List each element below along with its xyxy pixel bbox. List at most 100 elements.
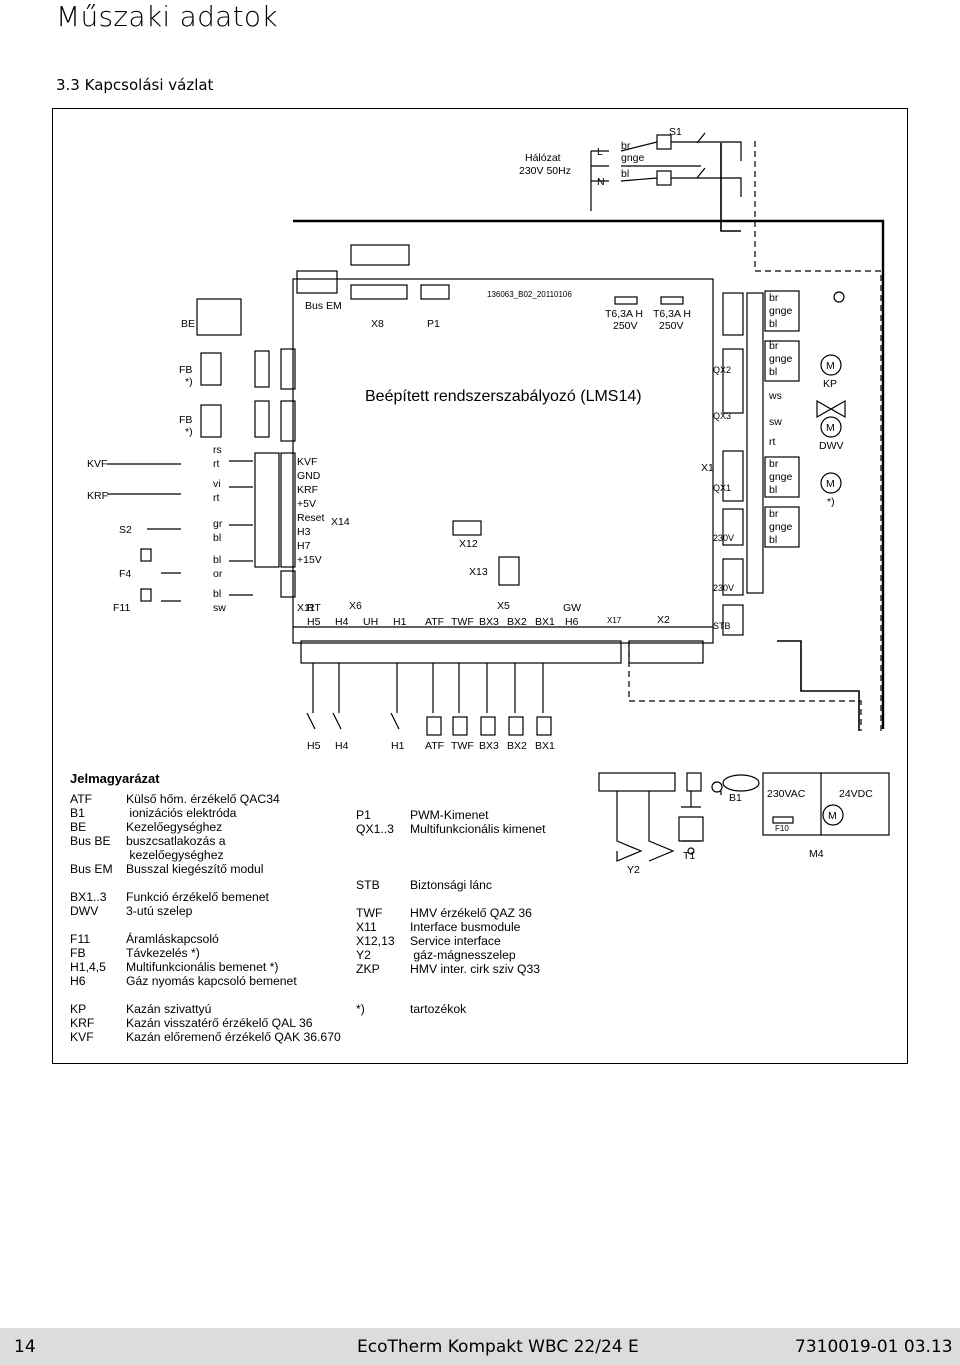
- wire-bl-r3: bl: [769, 484, 777, 496]
- footer-doc-number: 7310019-01 03.13: [795, 1337, 953, 1357]
- mains-l: L: [597, 146, 603, 158]
- motor-opt-m: M: [826, 478, 835, 490]
- legend-term: DWV: [70, 904, 99, 918]
- pin-15v: +15V: [297, 554, 322, 566]
- pin-h3: H3: [297, 526, 311, 538]
- label-230v-1: 230V: [713, 533, 734, 543]
- legend-term: Y2: [356, 948, 371, 962]
- label-f11: F11: [113, 602, 130, 614]
- legend-description: PWM-Kimenet: [410, 808, 489, 822]
- wire-rt-r: rt: [769, 436, 775, 448]
- wire-sw-r: sw: [769, 416, 782, 428]
- legend-term: F11: [70, 932, 91, 946]
- label-x1: X1: [701, 462, 714, 474]
- label-rt: RT: [307, 602, 321, 614]
- pin-uh: UH: [363, 616, 378, 628]
- legend-description: Multifunkcionális kimenet: [410, 822, 546, 836]
- legend-term: KP: [70, 1002, 87, 1016]
- footer-bar: 14 EcoTherm Kompakt WBC 22/24 E 7310019-…: [0, 1328, 960, 1365]
- legend-description: Interface busmodule: [410, 920, 521, 934]
- label-f4: F4: [119, 568, 131, 580]
- legend-heading: Jelmagyarázat: [70, 771, 160, 786]
- motor-kp-m: M: [826, 360, 835, 372]
- footer-product: EcoTherm Kompakt WBC 22/24 E: [357, 1337, 639, 1357]
- pin-h1: H1: [393, 616, 407, 628]
- label-230vac: 230VAC: [767, 788, 806, 800]
- label-b1: B1: [729, 792, 742, 804]
- legend-term: FB: [70, 946, 86, 960]
- wire-gnge-r4: gnge: [769, 521, 793, 533]
- wire-gnge-r1: gnge: [769, 305, 793, 317]
- legend-term: *): [356, 1002, 365, 1016]
- legend-term: STB: [356, 878, 380, 892]
- label-x11: X11: [297, 602, 315, 614]
- label-x13: X13: [469, 566, 488, 578]
- legend-term: ZKP: [356, 962, 380, 976]
- legend-description: Gáz nyomás kapcsoló bemenet: [126, 974, 297, 988]
- legend-description: Kazán szivattyú: [126, 1002, 212, 1016]
- label-t1: T1: [683, 850, 695, 862]
- footer-page-number: 14: [14, 1337, 36, 1357]
- switch-s1: S1: [669, 126, 682, 138]
- input-twf: TWF: [451, 740, 474, 752]
- legend-description: Busszal kiegészítő modul: [126, 862, 264, 876]
- label-m4: M4: [809, 848, 824, 860]
- legend-term: X12,13: [356, 934, 395, 948]
- legend-term: BE: [70, 820, 87, 834]
- legend-description: Kazán visszatérő érzékelő QAL 36: [126, 1016, 313, 1030]
- pin-5v: +5V: [297, 498, 316, 510]
- label-y2: Y2: [627, 864, 640, 876]
- motor-m4-m: M: [828, 810, 837, 822]
- label-bus-em: Bus EM: [305, 300, 342, 312]
- label-gw: GW: [563, 602, 581, 614]
- legend-description: Kazán előremenő érzékelő QAK 36.670: [126, 1030, 341, 1044]
- pin-krf: KRF: [297, 484, 318, 496]
- legend-description: Multifunkcionális bemenet *): [126, 960, 279, 974]
- wire-bl-r2: bl: [769, 366, 777, 378]
- label-fb-2-star: *): [185, 426, 193, 438]
- legend-term: X11: [356, 920, 377, 934]
- wire-bl-r4: bl: [769, 534, 777, 546]
- legend-term: QX1..3: [356, 822, 394, 836]
- legend-description: Service interface: [410, 934, 501, 948]
- wire-br-r2: br: [769, 340, 779, 352]
- wiring-diagram: Hálózat 230V 50Hz L N br gnge bl S1 1360…: [87, 126, 890, 876]
- wire-bl-r1: bl: [769, 318, 777, 330]
- wire-rt-1: rt: [213, 458, 219, 470]
- wire-br-r4: br: [769, 508, 779, 520]
- mains-label-1: Hálózat: [525, 152, 561, 164]
- legend-description: HMV érzékelő QAZ 36: [410, 906, 532, 920]
- pin-h6: H6: [565, 616, 579, 628]
- label-qx3: QX3: [713, 411, 731, 421]
- label-qx1: QX1: [713, 483, 731, 493]
- wire-bl-1: bl: [213, 532, 221, 544]
- input-h5: H5: [307, 740, 321, 752]
- label-x12: X12: [459, 538, 478, 550]
- wire-gnge-r2: gnge: [769, 353, 793, 365]
- mains-label-2: 230V 50Hz: [519, 165, 571, 177]
- legend-description: kezelőegységhez: [126, 848, 224, 862]
- pin-h7: H7: [297, 540, 311, 552]
- page-title: Műszaki adatok: [56, 0, 278, 33]
- wire-br-top: br: [621, 140, 631, 152]
- legend-description: 3-utú szelep: [126, 904, 193, 918]
- pin-reset: Reset: [297, 512, 325, 524]
- label-x14: X14: [331, 516, 350, 528]
- fuse-2-voltage: 250V: [659, 320, 684, 332]
- pin-atf: ATF: [425, 616, 444, 628]
- label-dwv: DWV: [819, 440, 844, 452]
- label-kvf: KVF: [87, 458, 107, 470]
- label-x8: X8: [371, 318, 384, 330]
- legend-term: TWF: [356, 906, 383, 920]
- legend-term: H6: [70, 974, 86, 988]
- wire-or: or: [213, 568, 223, 580]
- wire-sw: sw: [213, 602, 226, 614]
- legend-description: Áramláskapcsoló: [126, 932, 219, 946]
- legend-description: gáz-mágnesszelep: [410, 948, 516, 962]
- fuse-1-voltage: 250V: [613, 320, 638, 332]
- label-x17: X17: [607, 616, 622, 625]
- wire-gnge-top: gnge: [621, 152, 645, 164]
- label-f10: F10: [775, 824, 789, 833]
